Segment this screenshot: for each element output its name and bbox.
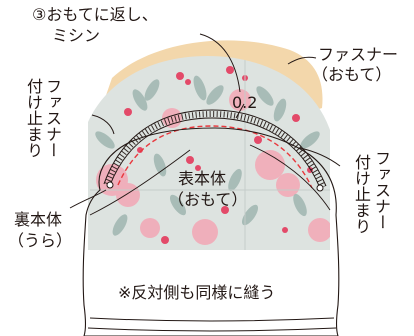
zipper-front-label: ファスナー (318, 45, 399, 64)
outer-body-label-line2: （おもて） (168, 190, 248, 209)
right-zipper-stop-label-col2: 付け止まり (352, 154, 371, 234)
seam-allowance-label: 0.2 (232, 93, 258, 112)
left-zipper-stop-label-col1: ファスナー (43, 78, 62, 158)
stitch-line (117, 125, 313, 189)
note-text: ※反対側も同様に縫う (118, 283, 276, 302)
zipper-stop-right (316, 184, 324, 192)
lining-body-outline (82, 127, 340, 336)
step3-instruction-line2: ミシン (52, 26, 101, 45)
left-zipper-stop-label-col2: 付け止まり (24, 78, 43, 158)
lining-body-label-line1: 裏本体 (14, 210, 63, 229)
right-zipper-stop-label-col1: ファスナー (372, 150, 391, 230)
zipper-tape (103, 40, 323, 112)
outer-body-label-line1: 表本体 (178, 169, 227, 188)
leader-lines (69, 33, 341, 209)
zipper-front-sub-label: （おもて） (312, 65, 392, 84)
step3-instruction-line1: ③おもてに返し、 (32, 5, 158, 24)
zipper-stop-left (106, 181, 114, 189)
lining-body-label-line2: （うら） (8, 231, 73, 250)
